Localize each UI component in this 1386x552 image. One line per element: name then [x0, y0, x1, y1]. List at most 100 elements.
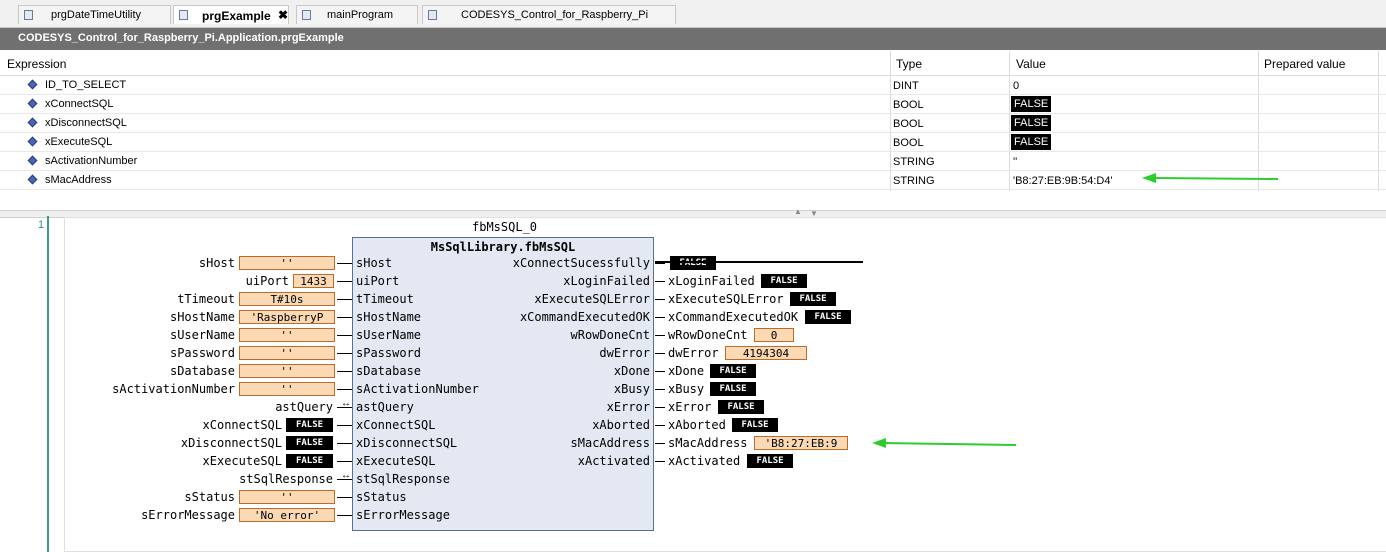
online-value[interactable]: '' — [239, 364, 335, 378]
online-bool-value[interactable]: FALSE — [747, 454, 793, 468]
output-variable[interactable]: xLoginFailed — [668, 274, 755, 288]
fb-output-pin[interactable]: xActivated — [577, 454, 650, 468]
watch-row[interactable]: xExecuteSQL BOOL FALSE — [0, 133, 1386, 152]
online-bool-value[interactable]: FALSE — [805, 310, 851, 324]
fb-output-pin[interactable]: xDone — [613, 364, 650, 378]
online-bool-value[interactable]: FALSE — [710, 382, 756, 396]
output-variable[interactable]: xActivated — [668, 454, 741, 468]
online-value[interactable]: 'No error' — [239, 508, 335, 522]
fb-output-pin[interactable]: xAborted — [592, 418, 650, 432]
tab-codesys-control[interactable]: CODESYS_Control_for_Raspberry_Pi — [422, 5, 676, 24]
online-value[interactable]: 0 — [754, 328, 794, 342]
tab-mainprogram[interactable]: mainProgram — [296, 5, 418, 24]
output-variable[interactable]: xBusy — [668, 382, 705, 396]
output-variable[interactable]: xError — [668, 400, 712, 414]
fb-input-pin[interactable]: xConnectSQL — [356, 418, 436, 432]
fb-output-pin[interactable]: xConnectSucessfully — [512, 256, 650, 270]
function-block[interactable] — [352, 237, 654, 531]
col-header-expression[interactable]: Expression — [7, 57, 67, 71]
fb-input-pin[interactable]: astQuery — [356, 400, 414, 414]
online-value[interactable]: '' — [239, 256, 335, 270]
fb-output-pin[interactable]: xExecuteSQLError — [534, 292, 650, 306]
online-value[interactable]: 'RaspberryP — [239, 310, 335, 324]
fb-output-pin[interactable]: wRowDoneCnt — [570, 328, 650, 342]
watch-row[interactable]: sMacAddress STRING 'B8:27:EB:9B:54:D4' — [0, 171, 1386, 190]
online-value[interactable]: 1433 — [293, 274, 334, 288]
collapse-down-icon[interactable]: ▼ — [810, 209, 818, 218]
fb-input-pin[interactable]: sStatus — [356, 490, 407, 504]
col-header-value[interactable]: Value — [1016, 57, 1046, 71]
output-variable[interactable]: xCommandExecutedOK — [668, 310, 799, 324]
fb-output-pin[interactable]: xCommandExecutedOK — [519, 310, 650, 324]
online-bool-value[interactable]: FALSE — [286, 436, 333, 450]
fb-input-pin[interactable]: stSqlResponse — [356, 472, 450, 486]
online-value[interactable]: 'B8:27:EB:9 — [754, 436, 848, 450]
online-value[interactable]: '' — [239, 328, 335, 342]
input-variable[interactable]: sActivationNumber — [112, 382, 235, 396]
online-bool-value[interactable]: FALSE — [732, 418, 778, 432]
input-variable[interactable]: xExecuteSQL — [202, 454, 282, 468]
tab-label: prgDateTimeUtility — [51, 9, 142, 21]
fb-output-pin[interactable]: xLoginFailed — [563, 274, 650, 288]
online-value[interactable]: '' — [239, 490, 335, 504]
output-variable[interactable]: wRowDoneCnt — [668, 328, 748, 342]
fb-input-pin[interactable]: sPassword — [356, 346, 422, 360]
output-variable[interactable]: xDone — [668, 364, 705, 378]
variable-icon — [27, 117, 38, 128]
fb-input-pin[interactable]: uiPort — [356, 274, 400, 288]
fb-input-pin[interactable]: sErrorMessage — [356, 508, 450, 522]
output-variable[interactable]: xExecuteSQLError — [668, 292, 784, 306]
online-bool-value[interactable]: FALSE — [718, 400, 764, 414]
col-header-type[interactable]: Type — [896, 57, 923, 71]
input-variable[interactable]: sHost — [198, 256, 235, 270]
online-bool-value[interactable]: FALSE — [286, 454, 333, 468]
online-value[interactable]: T#10s — [239, 292, 335, 306]
online-bool-value[interactable]: FALSE — [761, 274, 807, 288]
input-variable[interactable]: sDatabase — [169, 364, 235, 378]
close-tab-icon[interactable]: ✖ — [278, 8, 289, 22]
fb-input-pin[interactable]: xExecuteSQL — [356, 454, 436, 468]
online-value[interactable]: '' — [239, 382, 335, 396]
tab-prgexample[interactable]: prgExample ✖ — [173, 5, 289, 24]
online-bool-value[interactable]: FALSE — [790, 292, 836, 306]
input-variable[interactable]: sStatus — [184, 490, 235, 504]
fb-input-pin[interactable]: sUserName — [356, 328, 422, 342]
output-wire — [655, 407, 665, 408]
fb-input-pin[interactable]: xDisconnectSQL — [356, 436, 458, 450]
col-header-prepared-value[interactable]: Prepared value — [1264, 57, 1346, 71]
watch-row[interactable]: sActivationNumber STRING '' — [0, 152, 1386, 171]
fb-input-pin[interactable]: sHost — [356, 256, 393, 270]
fb-input-pin[interactable]: sDatabase — [356, 364, 422, 378]
collapse-up-icon[interactable]: ▲ — [794, 207, 802, 216]
input-variable[interactable]: xConnectSQL — [202, 418, 282, 432]
fb-output-pin[interactable]: xBusy — [613, 382, 650, 396]
watch-row[interactable]: ID_TO_SELECT DINT 0 — [0, 76, 1386, 95]
input-variable[interactable]: sErrorMessage — [141, 508, 235, 522]
fb-input-pin[interactable]: tTimeout — [356, 292, 414, 306]
input-variable[interactable]: stSqlResponse — [239, 472, 333, 486]
input-variable[interactable]: uiPort — [245, 274, 289, 288]
fb-output-pin[interactable]: dwError — [599, 346, 650, 360]
online-bool-value[interactable]: FALSE — [286, 418, 333, 432]
input-variable[interactable]: sHostName — [169, 310, 235, 324]
output-variable[interactable]: dwError — [668, 346, 719, 360]
input-variable[interactable]: sPassword — [169, 346, 235, 360]
input-variable[interactable]: tTimeout — [177, 292, 235, 306]
online-bool-value[interactable]: FALSE — [710, 364, 756, 378]
output-variable[interactable]: sMacAddress — [668, 436, 748, 450]
fb-output-pin[interactable]: xError — [606, 400, 650, 414]
online-value[interactable]: '' — [239, 346, 335, 360]
watch-row[interactable]: xConnectSQL BOOL FALSE — [0, 95, 1386, 114]
fb-input-pin[interactable]: sActivationNumber — [356, 382, 479, 396]
watch-row[interactable]: xDisconnectSQL BOOL FALSE — [0, 114, 1386, 133]
online-value[interactable]: 4194304 — [725, 346, 807, 360]
output-variable[interactable]: xAborted — [668, 418, 726, 432]
input-variable[interactable]: sUserName — [169, 328, 235, 342]
online-bool-value[interactable]: FALSE — [670, 256, 716, 270]
tab-prgdatetimeutility[interactable]: prgDateTimeUtility — [18, 5, 171, 24]
fb-input-pin[interactable]: sHostName — [356, 310, 422, 324]
fb-output-pin[interactable]: sMacAddress — [570, 436, 650, 450]
fb-instance-name[interactable]: fbMsSQL_0 — [472, 220, 538, 234]
input-variable[interactable]: astQuery — [275, 400, 333, 414]
input-variable[interactable]: xDisconnectSQL — [180, 436, 282, 450]
